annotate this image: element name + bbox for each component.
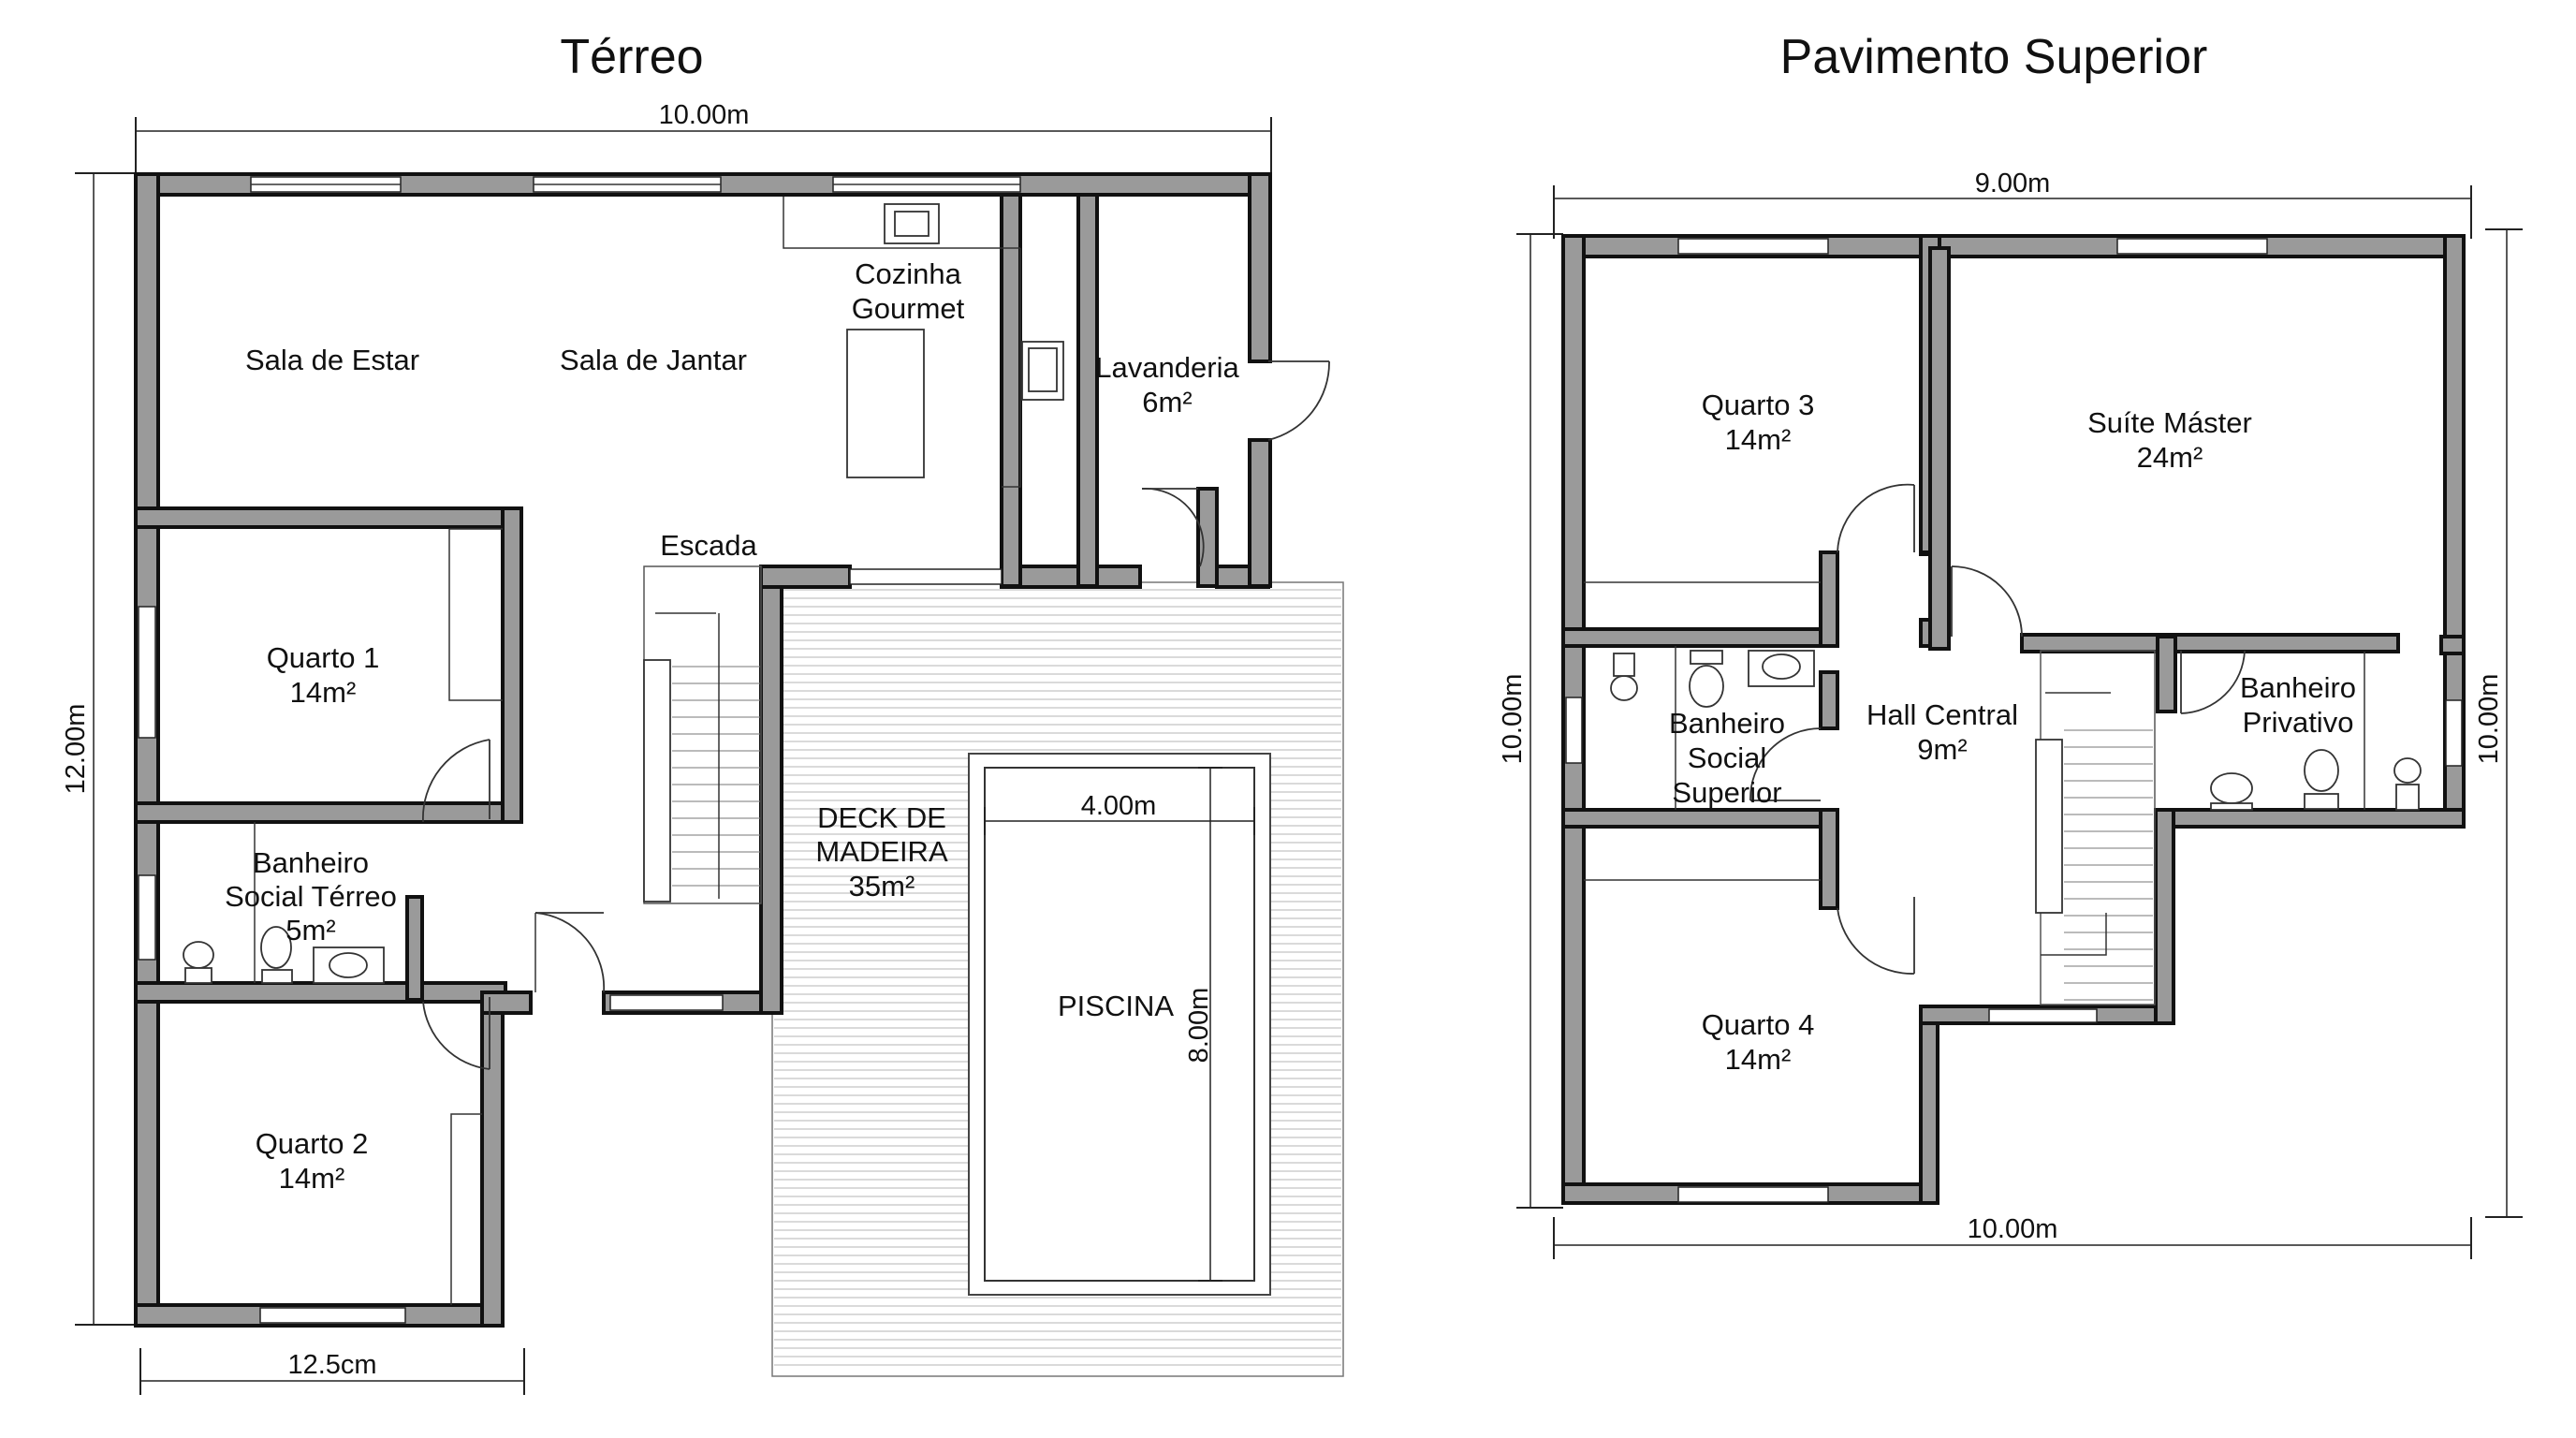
label-hall-area: 9m² bbox=[1917, 733, 1967, 766]
label-deck-area: 35m² bbox=[849, 870, 915, 902]
pool-width-label: 4.00m bbox=[1081, 791, 1157, 821]
label-lavanderia-area: 6m² bbox=[1142, 386, 1192, 418]
terreo-doors bbox=[422, 360, 1330, 1070]
label-quarto1-area: 14m² bbox=[290, 676, 357, 709]
terreo-dimension-left: 12.00m bbox=[61, 172, 136, 1326]
superior-plan: Pavimento Superior 9.00m 10.00m 10.00m bbox=[1498, 30, 2523, 1259]
label-banheiro-social-l3: Superior bbox=[1672, 776, 1781, 809]
terreo-dim-left-label: 12.00m bbox=[61, 704, 91, 795]
label-piscina: PISCINA bbox=[1058, 990, 1174, 1022]
superior-dim-right-label: 10.00m bbox=[2474, 674, 2504, 765]
superior-dimension-right: 10.00m bbox=[2474, 228, 2523, 1218]
label-suite-area: 24m² bbox=[2137, 441, 2203, 474]
terreo-closets bbox=[448, 528, 503, 1305]
label-banheiro-terreo-l1: Banheiro bbox=[253, 846, 369, 879]
label-sala-jantar: Sala de Jantar bbox=[560, 344, 747, 376]
label-quarto3-name: Quarto 3 bbox=[1702, 389, 1815, 421]
superior-dim-top-label: 9.00m bbox=[1975, 169, 2051, 198]
superior-dim-bottom-label: 10.00m bbox=[1968, 1214, 2058, 1244]
label-deck-l2: MADEIRA bbox=[815, 835, 948, 868]
pool-length-label: 8.00m bbox=[1184, 988, 1214, 1064]
label-quarto4-area: 14m² bbox=[1725, 1043, 1792, 1076]
superior-closets bbox=[1584, 581, 1821, 881]
terreo-room-labels: Sala de Estar Sala de Jantar Cozinha Gou… bbox=[225, 257, 1239, 1195]
label-banheiro-social-l2: Social bbox=[1688, 741, 1766, 774]
label-suite-name: Suíte Máster bbox=[2087, 406, 2252, 439]
superior-bathroom-fixtures bbox=[1610, 646, 2422, 811]
label-quarto3-area: 14m² bbox=[1725, 423, 1792, 456]
label-quarto4-name: Quarto 4 bbox=[1702, 1008, 1815, 1041]
label-banheiro-priv-l1: Banheiro bbox=[2240, 671, 2356, 704]
terreo-stairs bbox=[643, 565, 762, 904]
label-cozinha-l2: Gourmet bbox=[852, 292, 965, 325]
superior-stairs bbox=[2035, 650, 2156, 1005]
kitchen-fixtures bbox=[783, 197, 1064, 488]
label-banheiro-social-l1: Banheiro bbox=[1669, 707, 1785, 740]
superior-title: Pavimento Superior bbox=[1780, 30, 2208, 84]
label-quarto2-area: 14m² bbox=[279, 1162, 345, 1195]
label-quarto2-name: Quarto 2 bbox=[256, 1127, 369, 1160]
label-banheiro-terreo-l2: Social Térreo bbox=[225, 880, 397, 913]
terreo-dim-bottom-label: 12.5cm bbox=[287, 1350, 376, 1380]
label-hall-name: Hall Central bbox=[1866, 698, 2018, 731]
terreo-bathroom-fixtures bbox=[183, 822, 385, 984]
label-banheiro-terreo-area: 5m² bbox=[285, 914, 335, 946]
superior-doors bbox=[1749, 483, 2246, 975]
label-cozinha-l1: Cozinha bbox=[855, 257, 961, 290]
label-lavanderia-name: Lavanderia bbox=[1095, 351, 1239, 384]
superior-dim-left-label: 10.00m bbox=[1498, 674, 1528, 765]
superior-dimension-top: 9.00m bbox=[1553, 169, 2472, 239]
terreo-plan: Térreo 10.00m 12.00m 12.5cm bbox=[61, 30, 1344, 1395]
terreo-title: Térreo bbox=[560, 30, 703, 84]
superior-dimension-bottom: 10.00m bbox=[1553, 1214, 2472, 1259]
terreo-dim-top-label: 10.00m bbox=[659, 100, 750, 130]
terreo-windows bbox=[138, 176, 1021, 1324]
terreo-dimension-bottom: 12.5cm bbox=[139, 1348, 525, 1395]
label-escada: Escada bbox=[660, 529, 757, 562]
superior-room-labels: Quarto 3 14m² Suíte Máster 24m² Banheiro… bbox=[1669, 389, 2356, 1076]
superior-windows bbox=[1565, 238, 2463, 1203]
label-quarto1-name: Quarto 1 bbox=[267, 641, 380, 674]
superior-dimension-left: 10.00m bbox=[1498, 233, 1563, 1209]
label-banheiro-priv-l2: Privativo bbox=[2243, 706, 2354, 739]
terreo-dimension-top: 10.00m bbox=[135, 100, 1272, 173]
label-deck-l1: DECK DE bbox=[817, 801, 946, 834]
label-sala-estar: Sala de Estar bbox=[245, 344, 419, 376]
pool: 4.00m 8.00m bbox=[968, 753, 1271, 1296]
